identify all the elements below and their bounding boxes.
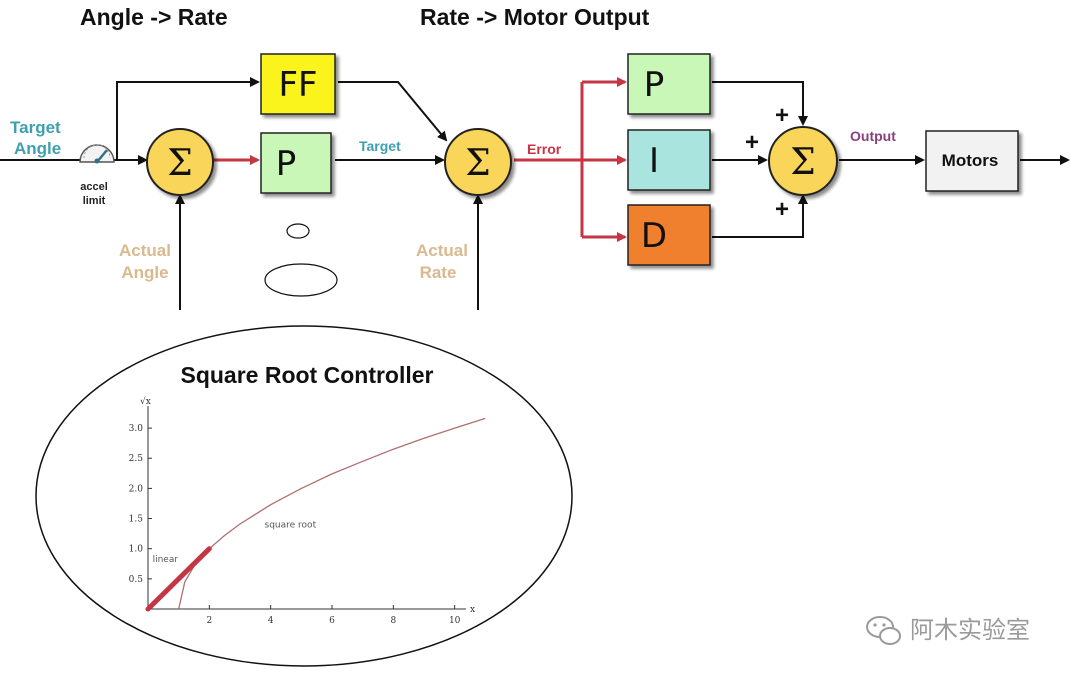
output-label: Output xyxy=(850,128,896,144)
x-tick-label: 10 xyxy=(449,616,461,626)
p-angle-block: P xyxy=(260,132,332,194)
ff-output-wire xyxy=(338,81,448,142)
ff-block: FF xyxy=(260,53,336,115)
d-rate-label: D xyxy=(641,216,667,256)
x-tick-label: 2 xyxy=(206,616,212,626)
motors-block: Motors xyxy=(925,130,1019,192)
sum-rate-symbol: Σ xyxy=(465,143,490,184)
sum-junction-rate: Σ xyxy=(444,128,512,196)
wechat-icon xyxy=(866,616,901,645)
watermark-text: 阿木实验室 xyxy=(910,616,1030,644)
sum-angle-symbol: Σ xyxy=(167,143,192,184)
x-tick-label: 4 xyxy=(268,616,274,626)
p-output-wire xyxy=(712,81,808,126)
chart-title: Square Root Controller xyxy=(180,362,433,388)
target-rate-label: Target xyxy=(359,138,401,154)
target-angle-label-2: Angle xyxy=(14,139,61,158)
plus-top: + xyxy=(775,102,789,129)
sqrt-chart: x √x 2 4 6 8 10 0.5 1.0 1.5 2.0 2.5 3.0 linear square … xyxy=(129,396,486,626)
header-angle-rate: Angle -> Rate xyxy=(80,4,228,30)
sum-junction-output: Σ xyxy=(768,126,838,196)
plus-left: + xyxy=(745,129,759,156)
y-tick-label: 1.5 xyxy=(129,515,144,525)
ff-feed-wire xyxy=(116,77,260,160)
accel-label-1: accel xyxy=(80,181,108,193)
x-tick-label: 8 xyxy=(390,616,396,626)
actual-angle-label-1: Actual xyxy=(119,241,171,260)
target-angle-label-1: Target xyxy=(10,118,61,137)
sum-junction-angle: Σ xyxy=(146,128,214,196)
x-tick-label: 6 xyxy=(329,616,335,626)
y-axis-label: √x xyxy=(140,396,151,407)
gauge-icon xyxy=(79,144,115,164)
sum-output-symbol: Σ xyxy=(790,142,815,183)
y-tick-label: 1.0 xyxy=(129,545,144,555)
actual-rate-label-1: Actual xyxy=(416,241,468,260)
error-label: Error xyxy=(527,141,562,157)
series-linear xyxy=(145,546,212,612)
actual-rate-label-2: Rate xyxy=(420,263,457,282)
y-tick-label: 2.0 xyxy=(129,484,144,494)
p-rate-label: P xyxy=(644,65,665,105)
ff-label: FF xyxy=(278,65,317,105)
y-tick-label: 3.0 xyxy=(129,424,144,434)
p-angle-label: P xyxy=(276,144,297,184)
plus-bottom: + xyxy=(775,196,789,223)
accel-label-2: limit xyxy=(83,195,106,207)
y-tick-label: 2.5 xyxy=(129,454,144,464)
annotation-linear: linear xyxy=(153,555,179,565)
p-rate-block: P xyxy=(627,53,711,115)
annotation-square-root: square root xyxy=(265,521,317,531)
x-axis-label: x xyxy=(470,605,475,615)
d-rate-block: D xyxy=(627,204,711,266)
i-rate-block: I xyxy=(627,129,711,191)
d-output-wire xyxy=(712,194,808,238)
header-rate-motor: Rate -> Motor Output xyxy=(420,4,650,30)
small-ellipse xyxy=(286,223,310,239)
motors-label: Motors xyxy=(942,151,999,170)
chart-frame-ellipse xyxy=(35,325,573,667)
y-tick-label: 0.5 xyxy=(129,575,144,585)
actual-angle-label-2: Angle xyxy=(121,263,168,282)
medium-ellipse xyxy=(264,263,338,297)
i-rate-label: I xyxy=(649,141,659,181)
